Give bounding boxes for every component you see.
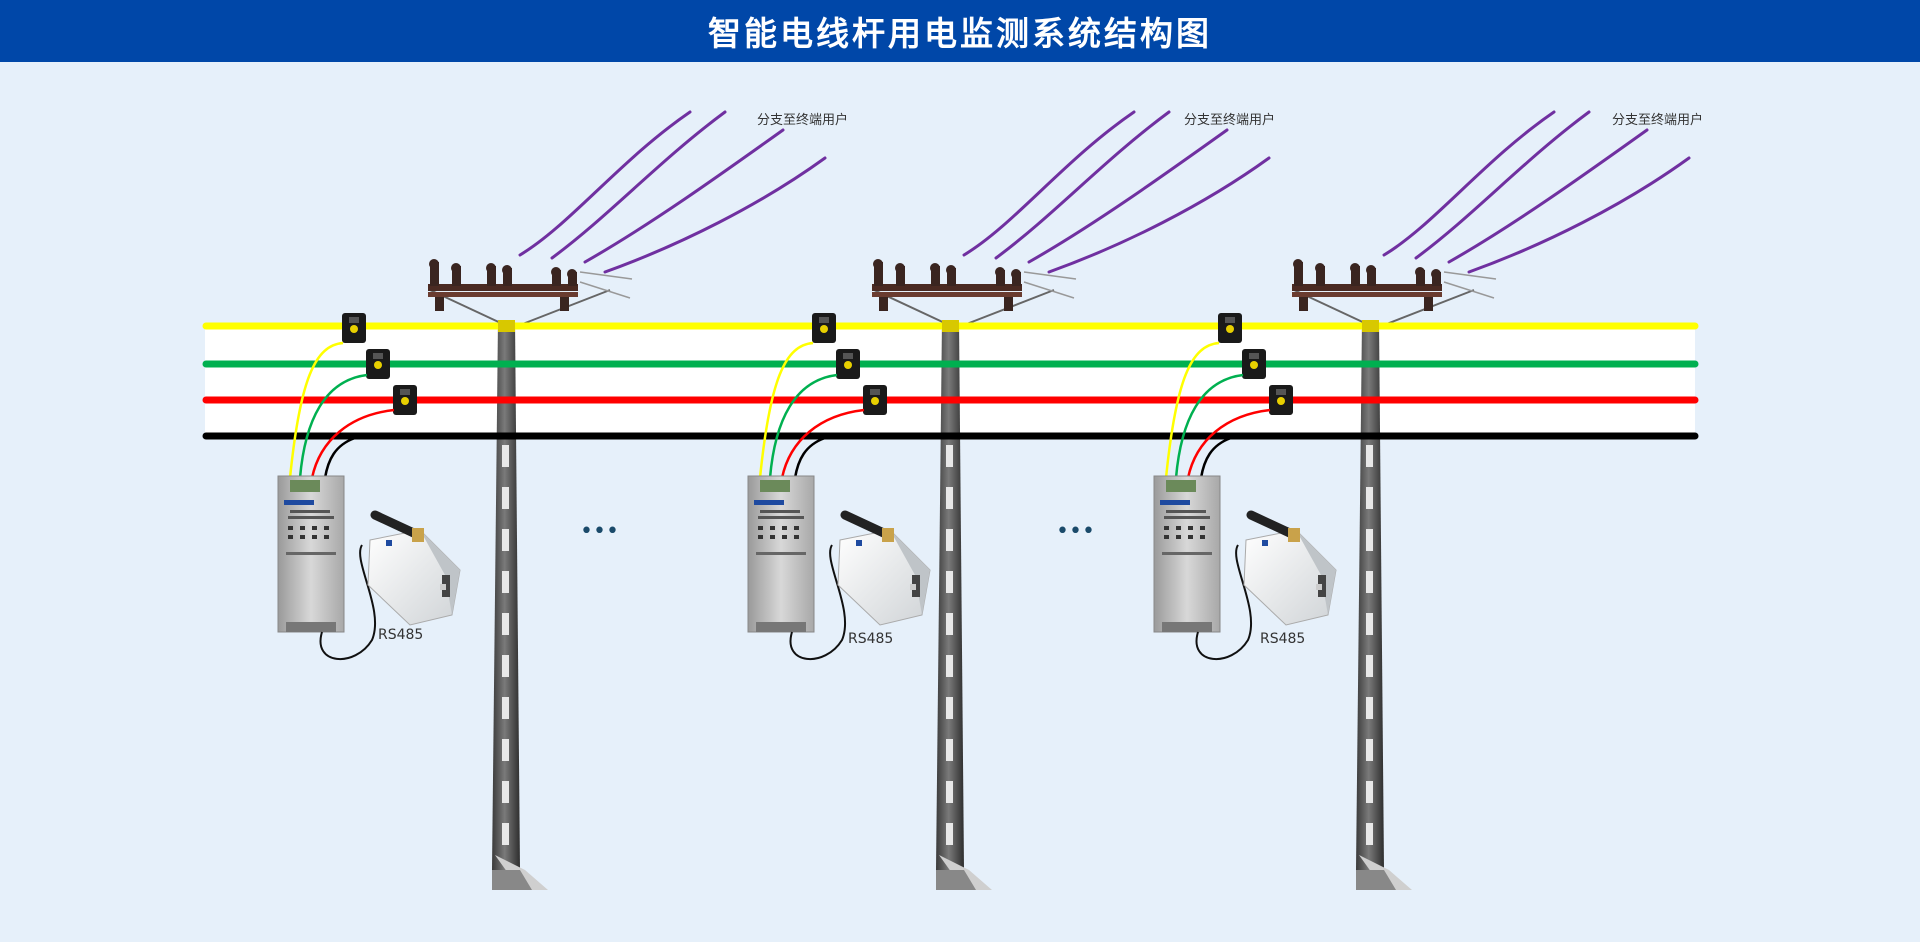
- utility-pole: [1356, 320, 1412, 890]
- rs485-cable: [319, 544, 377, 661]
- branch-label: 分支至终端用户: [757, 112, 848, 128]
- branch-wires: [1382, 110, 1691, 274]
- antenna-icon: [370, 510, 423, 540]
- branch-wires: [962, 110, 1271, 274]
- pole-unit-2: 分支至终端用户: [872, 110, 1275, 890]
- crossarm: [428, 259, 633, 326]
- ellipsis-1: •••: [580, 519, 619, 544]
- pole-unit-1: 分支至终端用户: [428, 110, 848, 890]
- wireless-module: [1243, 510, 1337, 626]
- crossarm: [1292, 259, 1497, 326]
- rs485-cable: [1195, 544, 1253, 661]
- ct-sensor-phase-b: [366, 349, 390, 379]
- ellipsis-2: •••: [1056, 519, 1095, 544]
- sensor-leads: [1164, 341, 1271, 479]
- rs485-cable: [789, 544, 847, 661]
- ct-sensor-phase-a: [342, 313, 366, 343]
- branch-label: 分支至终端用户: [1612, 112, 1703, 128]
- ct-sensor-phase-c: [393, 385, 417, 415]
- rs485-label: RS485: [378, 627, 423, 643]
- diagram-stage: 分支至终端用户: [0, 62, 1920, 942]
- power-meter: [1153, 475, 1221, 633]
- current-sensors: [1218, 313, 1293, 415]
- monitoring-unit-1: RS485: [277, 313, 461, 661]
- wireless-module: [367, 510, 461, 626]
- branch-wires: [518, 110, 827, 274]
- sensor-leads: [288, 341, 395, 479]
- utility-pole: [936, 320, 992, 890]
- antenna-icon: [840, 510, 893, 540]
- antenna-icon: [1246, 510, 1299, 540]
- header-bar: 智能电线杆用电监测系统结构图: [0, 0, 1920, 62]
- branch-label: 分支至终端用户: [1184, 112, 1275, 128]
- sensor-leads: [758, 341, 865, 479]
- monitoring-unit-3: RS485: [1153, 313, 1337, 661]
- utility-pole: [492, 320, 548, 890]
- rs485-label: RS485: [1260, 631, 1305, 647]
- current-sensors: [812, 313, 887, 415]
- power-meter: [277, 475, 345, 633]
- rs485-label: RS485: [848, 631, 893, 647]
- pole-collars: [498, 320, 1379, 332]
- power-meter: [747, 475, 815, 633]
- monitoring-unit-2: RS485: [747, 313, 931, 661]
- wireless-module: [837, 510, 931, 626]
- structure-diagram: 分支至终端用户: [202, 110, 1703, 890]
- current-sensors: [342, 313, 417, 415]
- page-title: 智能电线杆用电监测系统结构图: [708, 14, 1212, 53]
- crossarm: [872, 259, 1077, 326]
- pole-unit-3: 分支至终端用户: [1292, 110, 1703, 890]
